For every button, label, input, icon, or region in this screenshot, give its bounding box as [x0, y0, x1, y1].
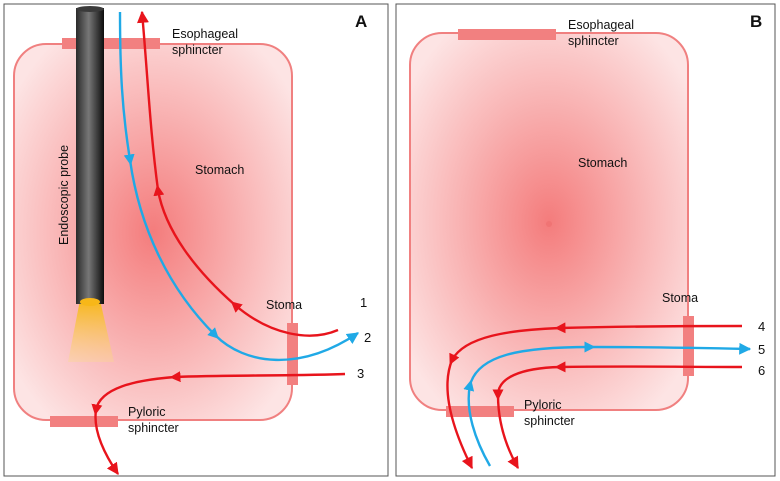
- flow-label-6: 6: [758, 363, 765, 378]
- flow-label-4: 4: [758, 319, 765, 334]
- flow-label-3: 3: [357, 366, 364, 381]
- flow-6: [492, 361, 743, 470]
- flow-4: [446, 322, 743, 470]
- endoscopic-probe: [76, 8, 104, 304]
- stoma-label-b: Stoma: [662, 291, 698, 305]
- pyloric-sphincter-label-a-1: Pyloric: [128, 405, 166, 419]
- probe-light: [68, 300, 114, 362]
- panel-b: B Esophageal sphincter Stomach Stoma Pyl…: [395, 3, 776, 477]
- pyloric-sphincter-label-a-2: sphincter: [128, 421, 179, 435]
- flow-label-5: 5: [758, 342, 765, 357]
- flow-5: [463, 341, 752, 467]
- stoma-label-a: Stoma: [266, 298, 302, 312]
- panel-a-letter: A: [355, 12, 367, 31]
- esophageal-sphincter-label-b-2: sphincter: [568, 34, 619, 48]
- endoscopic-probe-label: Endoscopic probe: [57, 145, 71, 245]
- flow-3: [91, 371, 346, 475]
- flow-label-2: 2: [364, 330, 371, 345]
- stomach-a: [13, 43, 293, 421]
- flow-2: [118, 11, 359, 362]
- esophageal-sphincter-label-b-1: Esophageal: [568, 18, 634, 32]
- esophageal-sphincter-label-a-2: sphincter: [172, 43, 223, 57]
- panel-b-letter: B: [750, 12, 762, 31]
- stomach-label-b: Stomach: [578, 156, 627, 170]
- pyloric-sphincter-a: [50, 416, 118, 427]
- panel-a: A Esophageal sphincter Stomach Endoscopi…: [3, 3, 389, 477]
- stomach-label-a: Stomach: [195, 163, 244, 177]
- esophageal-sphincter-label-a-1: Esophageal: [172, 27, 238, 41]
- esophageal-sphincter-b: [458, 29, 556, 40]
- pyloric-sphincter-b: [446, 406, 514, 417]
- pyloric-sphincter-label-b-2: sphincter: [524, 414, 575, 428]
- pyloric-sphincter-label-b-1: Pyloric: [524, 398, 562, 412]
- esophageal-sphincter-a: [62, 38, 160, 49]
- stoma-a: [287, 323, 298, 385]
- flow-label-1: 1: [360, 295, 367, 310]
